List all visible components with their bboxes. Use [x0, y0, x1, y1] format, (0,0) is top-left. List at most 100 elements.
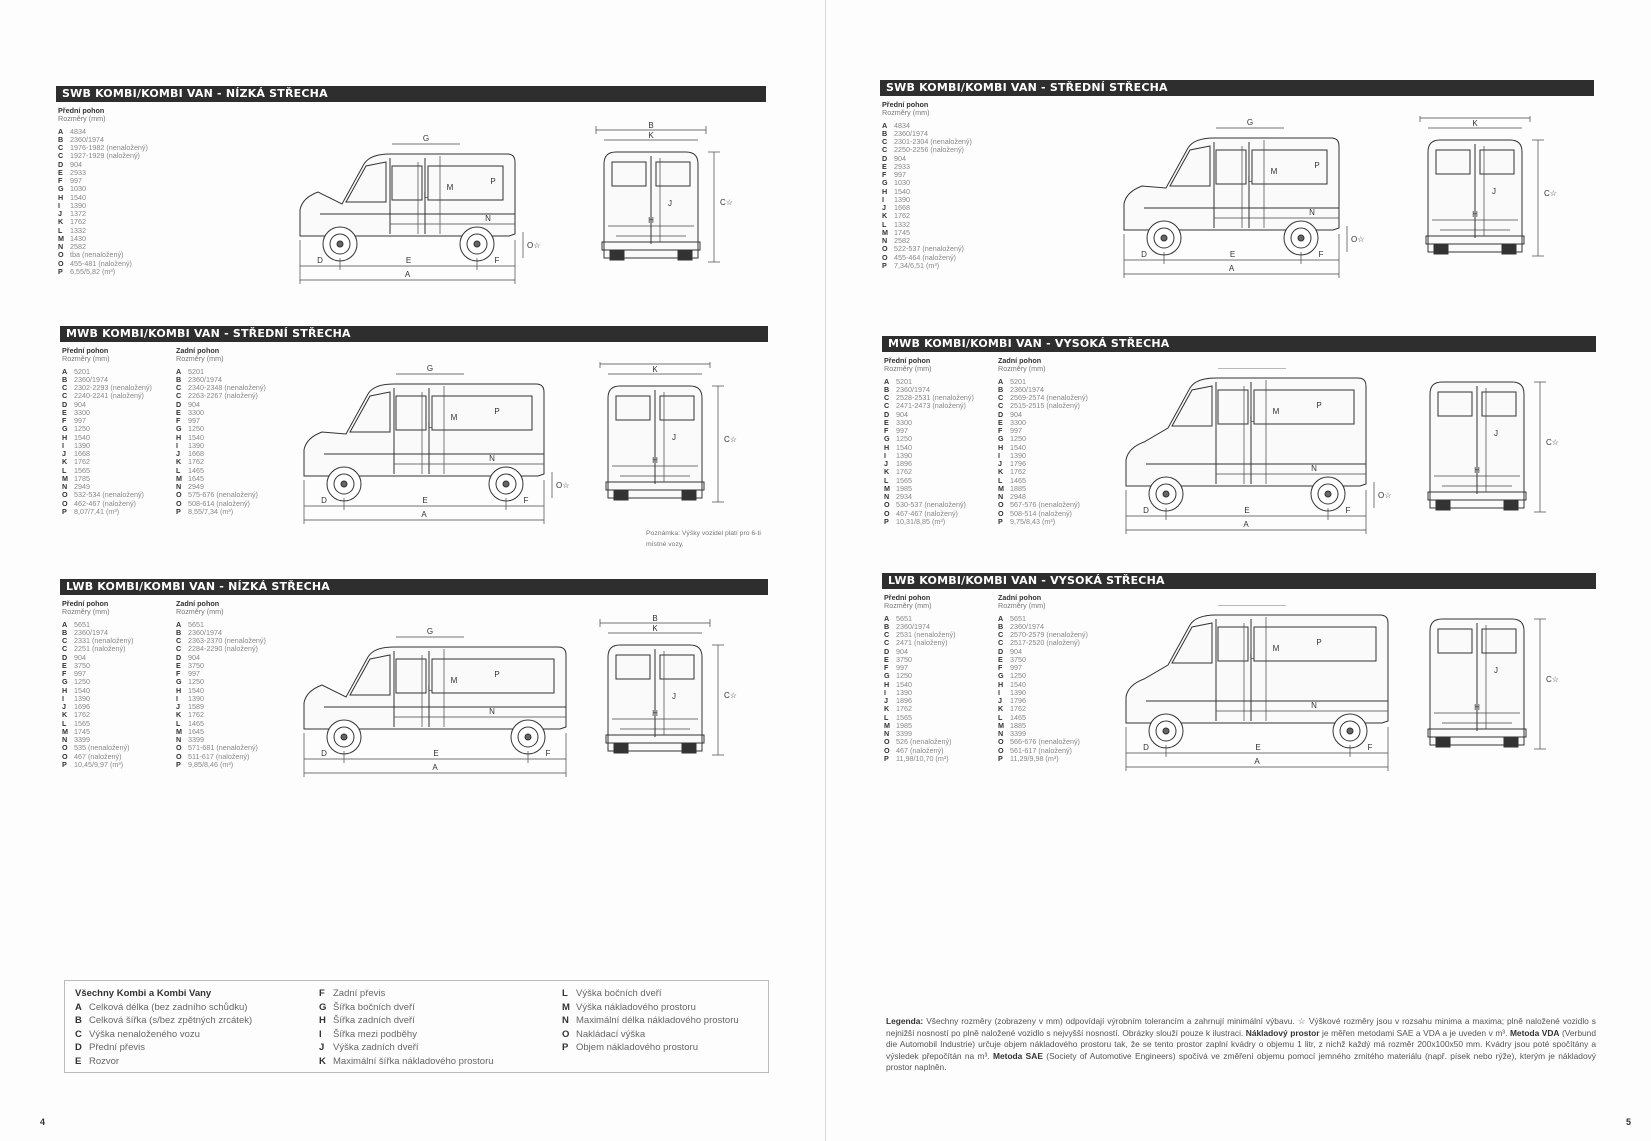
windscreen	[349, 654, 391, 696]
units-label: Rozměry (mm)	[58, 114, 106, 124]
dimension-label: A	[405, 270, 411, 279]
units-label: Rozměry (mm)	[62, 607, 110, 617]
dimension-label: P	[1316, 401, 1321, 410]
dimension-label: I	[1474, 221, 1476, 230]
dimension-label: M	[447, 183, 454, 192]
dimension-label: B	[652, 615, 657, 623]
side-window	[1253, 389, 1355, 425]
rear-window	[659, 395, 695, 421]
dimension-label: P	[1316, 638, 1321, 647]
side-window	[1253, 626, 1377, 662]
dimension-label: D	[1143, 743, 1149, 752]
wheel-hub	[333, 726, 355, 748]
drive-type: Zadní pohon	[998, 593, 1042, 602]
dimension-label: J	[1492, 187, 1496, 196]
section-mwb-high: MWB KOMBI/KOMBI VAN - VYSOKÁ STŘECHA Pře…	[882, 336, 1596, 572]
dimension-label: M	[451, 413, 458, 422]
dimension-label: N	[485, 214, 491, 223]
wheel-hub	[1317, 483, 1339, 505]
side-window	[395, 658, 427, 694]
dimension-label: F	[1319, 250, 1324, 259]
dimension-label: L	[428, 421, 433, 430]
units-label: Rozměry (mm)	[884, 364, 932, 374]
dimension-label: N	[489, 454, 495, 463]
dimension-label: A	[432, 763, 438, 772]
section-title: MWB KOMBI/KOMBI VAN - STŘEDNÍ STŘECHA	[60, 326, 768, 342]
rear-window	[1481, 391, 1517, 417]
dimension-label: J	[672, 433, 676, 442]
dimension-label: N	[1311, 701, 1317, 710]
windscreen	[1171, 622, 1213, 664]
wheel-hub	[1153, 227, 1175, 249]
dimension-label: C☆	[1546, 675, 1559, 684]
page-number: 4	[40, 1117, 46, 1127]
